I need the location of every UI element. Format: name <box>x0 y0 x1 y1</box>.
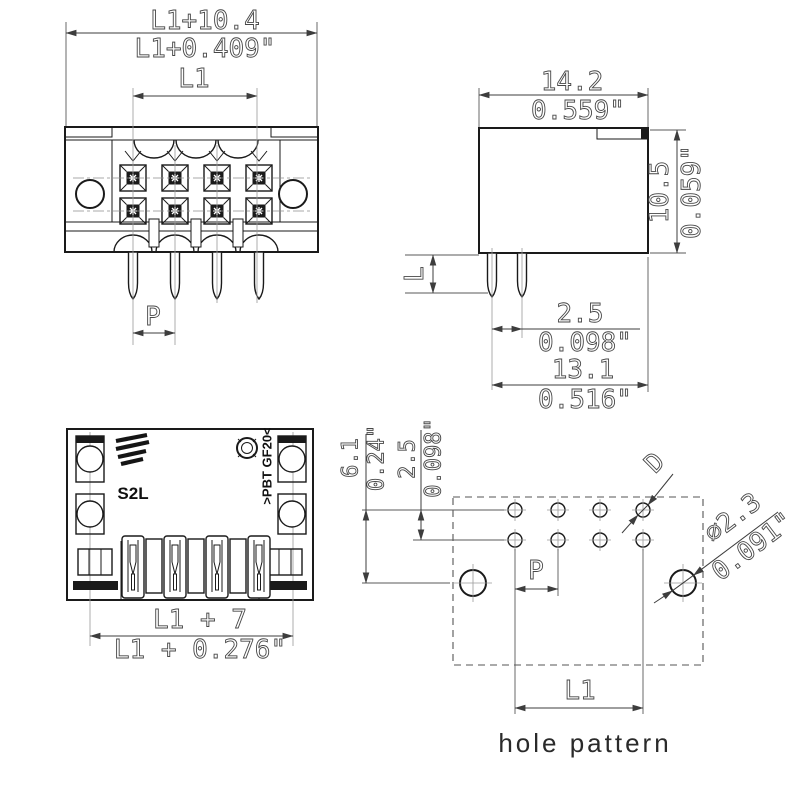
product-marking-label: S2L <box>117 484 148 503</box>
front-centerlines <box>73 88 310 345</box>
hp-dim-row-pitch: 2.5 0.098" <box>395 418 447 541</box>
side-view: 14.2 0.559" 10.5 0.059" L <box>400 67 708 416</box>
dim-label-depth-in: 0.516" <box>538 385 632 415</box>
dim-label-pitch-p: P <box>145 302 161 332</box>
side-housing <box>478 127 649 254</box>
material-marking-label: >PBT GF20< <box>260 427 275 505</box>
solder-hole <box>503 528 527 552</box>
solder-hole <box>588 528 612 552</box>
contact-slot <box>205 535 229 599</box>
contact-slot <box>121 535 145 599</box>
front-mount-hole-right <box>278 179 308 209</box>
dim-label-hp-l1: L1 <box>564 676 595 706</box>
contact-slot <box>163 535 187 599</box>
hp-dim-hole-dia: D <box>621 446 674 534</box>
top-fixing-left <box>75 435 105 535</box>
hp-dim-row-offset: 6.1 0.24" <box>338 424 390 584</box>
top-fixing-right <box>277 435 307 535</box>
solder-hole <box>631 528 655 552</box>
dim-label-hp-pitch: P <box>528 556 544 586</box>
dim-label-row-pitch-in: 0.098" <box>422 418 447 497</box>
dim-label-pin-pitch-mm: 2.5 <box>557 299 604 329</box>
front-pins <box>127 251 265 300</box>
side-dim-pin-pitch: 2.5 0.098" <box>491 299 640 358</box>
dim-label-row-offset-in: 0.24" <box>365 425 390 491</box>
dim-label-length-mm: L1 + 7 <box>153 605 247 635</box>
front-view: L1+10.4 L1+0.409" L1 <box>64 6 319 345</box>
top-dim-length: L1 + 7 L1 + 0.276" <box>89 605 294 665</box>
dim-label-row-offset-mm: 6.1 <box>339 438 364 478</box>
top-view: S2L >PBT GF20< <box>66 427 314 665</box>
dim-label-height-mm: 10.5 <box>645 161 675 224</box>
dim-label-height-in: 0.059" <box>677 145 707 239</box>
dim-label-length-in: L1 + 0.276" <box>114 635 286 665</box>
hp-dim-pitch: P <box>514 549 644 714</box>
hole-pattern-caption: hole pattern <box>498 728 671 758</box>
front-dim-pitch: P <box>132 302 176 337</box>
front-housing <box>64 126 319 253</box>
pcb-outline <box>452 496 704 666</box>
mounting-hole <box>453 563 493 603</box>
hp-dim-l1: L1 <box>514 676 644 712</box>
dim-label-row-pitch-mm: 2.5 <box>396 439 421 479</box>
side-dim-depth: 13.1 0.516" <box>491 257 649 415</box>
top-bracket-left <box>73 541 122 600</box>
side-dim-height: 10.5 0.059" <box>645 129 707 254</box>
certification-mark-icon <box>236 437 258 459</box>
pin <box>253 251 265 300</box>
solder-hole <box>588 498 612 522</box>
front-dim-overall-width: L1+10.4 L1+0.409" <box>65 6 318 127</box>
dim-label-width-mm: 14.2 <box>541 67 604 97</box>
side-dim-width: 14.2 0.559" <box>478 67 649 127</box>
front-dim-l1: L1 <box>132 64 258 100</box>
dim-label-l1: L1 <box>178 64 209 94</box>
dim-label-depth-mm: 13.1 <box>552 355 615 385</box>
solder-hole <box>546 498 570 522</box>
dim-label-pin-length: L <box>400 266 430 282</box>
solder-hole <box>546 528 570 552</box>
front-mount-hole-left <box>75 179 105 209</box>
dim-label-l1-outer-mm: L1+10.4 <box>150 6 260 36</box>
side-dim-pin-length: L <box>400 254 488 294</box>
hole-pattern-view: 6.1 0.24" 2.5 0.098" D <box>338 418 800 758</box>
dim-label-pin-pitch-in: 0.098" <box>538 328 632 358</box>
weidmueller-logo-icon <box>115 432 150 467</box>
dim-label-l1-outer-in: L1+0.409" <box>135 34 276 64</box>
contact-slot <box>247 535 271 599</box>
dim-label-hole-dia: D <box>639 447 671 479</box>
dim-label-width-in: 0.559" <box>531 96 625 126</box>
solder-hole <box>503 498 527 522</box>
